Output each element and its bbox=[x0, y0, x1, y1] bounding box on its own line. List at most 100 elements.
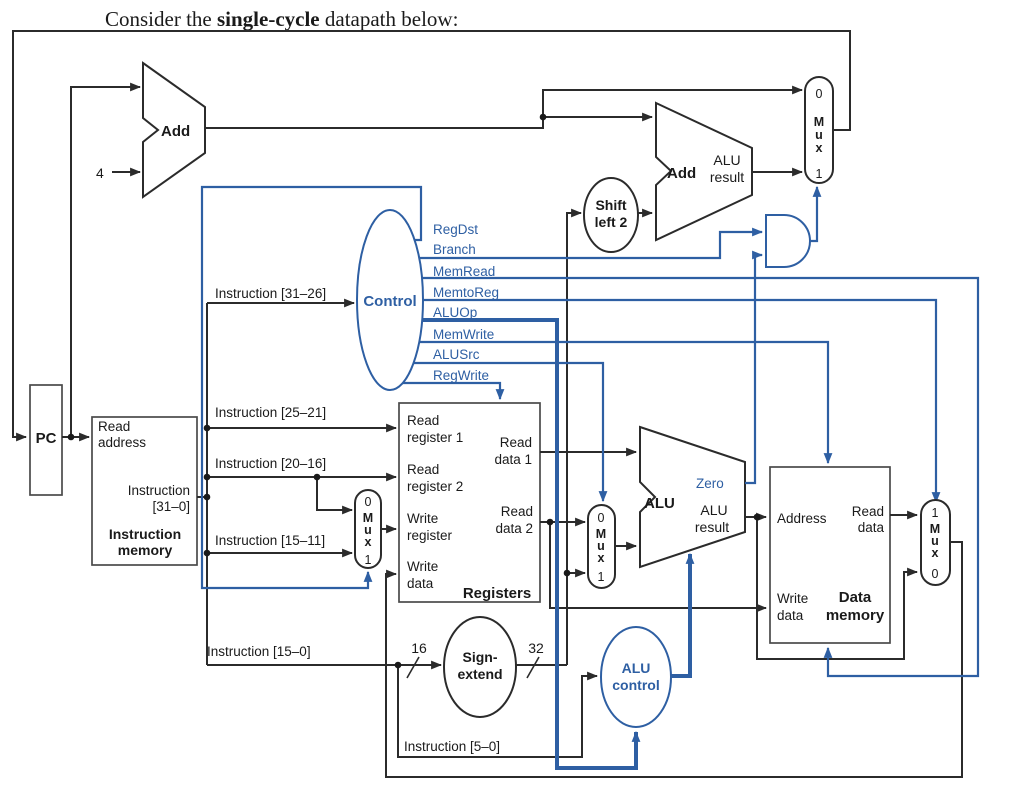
reg-read-reg1-label-2: register 1 bbox=[407, 430, 463, 445]
title-prefix: Consider the bbox=[105, 7, 217, 31]
signal-aluop-label: ALUOp bbox=[433, 305, 477, 320]
title-suffix: datapath below: bbox=[320, 7, 459, 31]
dmem-write-data-label-1: Write bbox=[777, 591, 808, 606]
imem-name-2: memory bbox=[118, 542, 173, 558]
registers-name: Registers bbox=[463, 585, 531, 602]
regdst-mux-1: 1 bbox=[365, 553, 372, 567]
alu-zero-label: Zero bbox=[696, 476, 724, 491]
wire-instr-20-16-to-mux bbox=[316, 477, 354, 515]
sign-extend-label-2: extend bbox=[457, 666, 502, 682]
instr-25-21-label: Instruction [25–21] bbox=[215, 405, 326, 420]
dmem-name-1: Data bbox=[839, 589, 872, 606]
wire-memread bbox=[390, 276, 980, 678]
shift-left2-label-2: left 2 bbox=[595, 214, 628, 230]
wire-pc-to-adder bbox=[70, 82, 142, 437]
pcsrc-mux-0: 0 bbox=[816, 87, 823, 101]
dmem-address-label: Address bbox=[777, 511, 827, 526]
pcsrc-mux-m: M bbox=[814, 115, 824, 129]
reg-read-data1-label-2: data 1 bbox=[494, 452, 532, 467]
branch-adder-label: Add bbox=[667, 165, 696, 182]
wire-memwrite bbox=[390, 340, 833, 465]
pcsrc-mux-1: 1 bbox=[816, 167, 823, 181]
wire-regdst bbox=[200, 185, 423, 590]
signal-branch-label: Branch bbox=[433, 242, 476, 257]
signal-memtoreg-label: MemtoReg bbox=[433, 285, 499, 300]
wire-aluop bbox=[390, 318, 641, 770]
sign-extend-label-1: Sign- bbox=[463, 649, 498, 665]
branch-adder-out-label-2: result bbox=[710, 169, 744, 185]
pcsrc-mux-labels: 0 M u x 1 bbox=[814, 87, 824, 181]
alusrc-mux-labels: 0 M u x 1 bbox=[596, 511, 606, 584]
alusrc-mux-u: u bbox=[597, 539, 605, 553]
alu-label: ALU bbox=[644, 495, 675, 512]
const4-label: 4 bbox=[96, 165, 104, 181]
pcsrc-mux-u: u bbox=[815, 128, 823, 142]
signal-regdst-label: RegDst bbox=[433, 222, 478, 237]
regdst-mux-labels: 0 M u x 1 bbox=[363, 495, 373, 567]
wire-branch-and-out bbox=[810, 185, 822, 243]
memtoreg-mux-1: 1 bbox=[932, 506, 939, 520]
alusrc-mux-0: 0 bbox=[598, 511, 605, 525]
reg-read-data2-label-1: Read bbox=[501, 504, 533, 519]
shift-left-2-oval bbox=[583, 177, 639, 253]
alu-control-label-2: control bbox=[612, 677, 659, 693]
regdst-mux bbox=[354, 489, 382, 569]
signal-regwrite-label: RegWrite bbox=[433, 368, 489, 383]
black-wires bbox=[12, 30, 963, 778]
instr-15-11-label: Instruction [15–11] bbox=[215, 533, 325, 548]
bus-slash-32 bbox=[526, 656, 540, 679]
sign-extend-oval bbox=[443, 616, 517, 718]
alu-result-label-2: result bbox=[695, 519, 729, 535]
reg-write-data-label-2: data bbox=[407, 576, 434, 591]
alusrc-mux bbox=[587, 504, 616, 589]
wire-read-data2-to-dmem bbox=[549, 522, 768, 613]
alu-shape bbox=[639, 425, 746, 569]
and-gate bbox=[765, 214, 811, 268]
control-oval bbox=[356, 209, 424, 391]
wire-pcplus4-to-mux bbox=[205, 85, 804, 129]
wire-writeback bbox=[385, 541, 963, 778]
registers-box bbox=[398, 402, 541, 603]
pc-adder-shape bbox=[142, 61, 206, 199]
imem-instruction-label-2: [31–0] bbox=[152, 499, 190, 514]
instr-15-0-label: Instruction [15–0] bbox=[207, 644, 311, 659]
bus-slash-16 bbox=[406, 656, 420, 679]
data-memory-box bbox=[769, 466, 891, 644]
regdst-mux-0: 0 bbox=[365, 495, 372, 509]
memtoreg-mux-m: M bbox=[930, 522, 940, 536]
wire-instr-5-0 bbox=[397, 665, 599, 758]
wire-signextend-to-shift bbox=[566, 208, 583, 665]
signal-memwrite-label: MemWrite bbox=[433, 327, 494, 342]
pc-box bbox=[29, 384, 63, 496]
wire-alu-control-out bbox=[671, 552, 695, 678]
control-label: Control bbox=[363, 293, 416, 310]
wire-branch bbox=[390, 227, 764, 260]
regdst-mux-x: x bbox=[365, 535, 372, 549]
reg-read-data1-label-1: Read bbox=[500, 435, 532, 450]
wire-alu-result-to-wb-mux bbox=[756, 517, 919, 660]
pcsrc-mux-x: x bbox=[816, 141, 823, 155]
wire-regwrite bbox=[390, 381, 505, 401]
alusrc-mux-m: M bbox=[596, 527, 606, 541]
wire-pc-feedback bbox=[12, 30, 851, 442]
reg-write-reg-label-2: register bbox=[407, 528, 453, 543]
memtoreg-mux-0: 0 bbox=[932, 567, 939, 581]
imem-read-address-label-2: address bbox=[98, 435, 146, 450]
memtoreg-mux bbox=[920, 499, 951, 586]
imem-name-1: Instruction bbox=[109, 526, 181, 542]
control-wires bbox=[200, 185, 980, 770]
memtoreg-mux-labels: 1 M u x 0 bbox=[930, 506, 940, 581]
instr-5-0-label: Instruction [5–0] bbox=[404, 739, 500, 754]
memtoreg-mux-u: u bbox=[931, 534, 939, 548]
title-bold: single-cycle bbox=[217, 7, 320, 31]
reg-read-reg2-label-2: register 2 bbox=[407, 479, 463, 494]
reg-read-reg1-label-1: Read bbox=[407, 413, 439, 428]
reg-read-data2-label-2: data 2 bbox=[495, 521, 533, 536]
dmem-read-data-label-2: data bbox=[858, 520, 885, 535]
shift-left2-label-1: Shift bbox=[595, 197, 626, 213]
signal-alusrc-label: ALUSrc bbox=[433, 347, 480, 362]
regdst-mux-m: M bbox=[363, 511, 373, 525]
pcsrc-mux bbox=[804, 76, 834, 184]
